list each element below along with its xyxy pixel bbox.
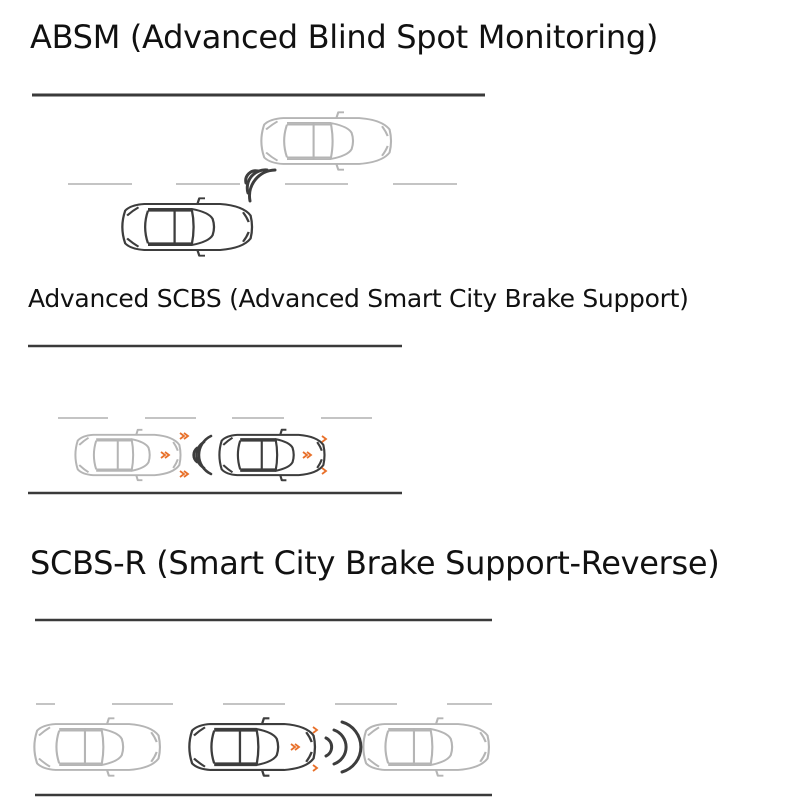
absm-title: ABSM (Advanced Blind Spot Monitoring) [30,18,659,56]
sensor-chevron-icon [160,432,328,478]
signal-waves-icon [244,168,277,203]
advanced-scbs-title: Advanced SCBS (Advanced Smart City Brake… [28,284,689,313]
signal-waves-icon [192,434,213,476]
scbs-scene [28,344,402,495]
other-car-icon [260,111,393,171]
rear-car-icon [33,717,161,777]
parked-car-icon [362,717,490,777]
sensor-chevron-icon [290,726,319,772]
scbs-r-scene [33,618,492,797]
front-car-icon [218,428,326,482]
signal-waves-icon [324,720,363,774]
absm-scene [32,93,485,257]
ego-car-icon [121,197,254,257]
scbs-r-title: SCBS-R (Smart City Brake Support-Reverse… [30,544,720,582]
